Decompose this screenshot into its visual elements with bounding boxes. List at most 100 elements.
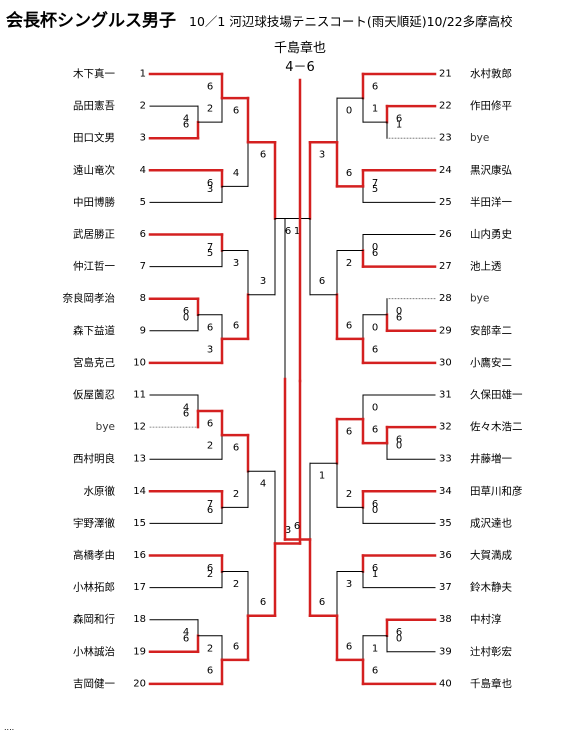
- left-score-9a-b: 0: [183, 312, 189, 323]
- right-score-27a-b: 6: [372, 248, 378, 259]
- left-player-num-9: 9: [140, 325, 146, 336]
- left-score-9b-a: 6: [207, 322, 213, 333]
- left-score-s2-b: 6: [233, 320, 239, 331]
- right-player-num-35: 35: [439, 518, 452, 529]
- right-player-name-32: 佐々木浩二: [470, 420, 523, 433]
- left-score-3a-b: 6: [183, 120, 189, 131]
- right-player-num-38: 38: [439, 614, 452, 625]
- left-score-q2-b: 6: [260, 597, 266, 608]
- left-player-name-5: 中田博勝: [73, 195, 115, 208]
- left-player-name-13: 西村明良: [73, 452, 115, 465]
- left-score-17a-b: 2: [207, 441, 213, 452]
- left-score-half-b: 3: [285, 525, 291, 536]
- right-player-num-33: 33: [439, 454, 452, 465]
- left-score-s4-a: 2: [233, 579, 239, 590]
- left-score-17a-a: 6: [207, 419, 213, 430]
- left-score-4b-b: 3: [207, 184, 213, 195]
- right-score-s4-a: 3: [346, 579, 352, 590]
- right-score-22a-a: 6: [396, 114, 402, 125]
- right-score-25a-a: 7: [372, 178, 378, 189]
- right-player-num-25: 25: [439, 197, 452, 208]
- left-player-num-17: 17: [133, 582, 146, 593]
- left-player-num-1: 1: [140, 69, 146, 80]
- left-score-9a-a: 6: [183, 306, 189, 317]
- left-score-17a-a: 6: [207, 563, 213, 574]
- right-score-32a-a: 6: [396, 435, 402, 446]
- right-score-q1-b: 6: [319, 276, 325, 287]
- left-score-q2-a: 4: [260, 479, 266, 490]
- right-score-half-a: 1: [294, 226, 300, 237]
- left-player-name-11: 仮屋薗忍: [73, 388, 115, 401]
- left-player-num-3: 3: [140, 133, 146, 144]
- right-score-q2-b: 6: [319, 597, 325, 608]
- right-score-25a-b: 5: [372, 184, 378, 195]
- right-player-name-40: 千島章也: [470, 677, 512, 690]
- right-score-q2-a: 1: [319, 471, 325, 482]
- left-player-num-5: 5: [140, 197, 146, 208]
- right-player-num-36: 36: [439, 550, 452, 561]
- left-player-name-10: 宮島克己: [73, 356, 115, 369]
- left-player-name-6: 武居勝正: [73, 228, 115, 241]
- right-player-name-26: 山内勇史: [470, 228, 512, 241]
- right-player-name-39: 辻村彰宏: [470, 645, 512, 658]
- right-score-q1-a: 3: [319, 150, 325, 161]
- left-score-4a-b: 2: [207, 104, 213, 115]
- right-player-num-32: 32: [439, 422, 452, 433]
- left-score-s3-a: 6: [233, 443, 239, 454]
- right-score-30a-b: 6: [372, 344, 378, 355]
- right-score-s2-b: 6: [346, 320, 352, 331]
- right-player-name-34: 田草川和彦: [470, 484, 523, 497]
- left-player-name-14: 水原徹: [84, 484, 116, 497]
- right-player-num-31: 31: [439, 390, 452, 401]
- left-score-15a-b: 6: [207, 505, 213, 516]
- left-score-q1-b: 3: [260, 276, 266, 287]
- right-score-s4-b: 6: [346, 641, 352, 652]
- right-player-name-22: 作田修平: [470, 99, 512, 112]
- right-player-name-31: 久保田雄一: [470, 388, 523, 401]
- right-player-name-37: 鈴木静夫: [470, 581, 512, 594]
- right-player-num-39: 39: [439, 646, 452, 657]
- champion-name: 千島章也: [273, 41, 326, 56]
- left-player-num-14: 14: [133, 486, 146, 497]
- right-player-name-24: 黒沢康弘: [470, 163, 512, 176]
- right-score-32a-b: 0: [396, 441, 402, 452]
- final-score: 4－6: [285, 60, 315, 75]
- left-player-num-7: 7: [140, 261, 146, 272]
- left-score-s1-a: 6: [233, 106, 239, 117]
- left-score-19a-a: 4: [183, 627, 189, 638]
- right-score-s1-b: 6: [346, 168, 352, 179]
- right-player-num-24: 24: [439, 165, 452, 176]
- left-player-name-16: 高橋孝由: [73, 549, 115, 562]
- right-score-27a-a: 0: [372, 242, 378, 253]
- left-player-name-15: 宇野澤徹: [73, 516, 115, 529]
- right-score-40a-a: 1: [372, 643, 378, 654]
- right-player-num-34: 34: [439, 486, 452, 497]
- left-score-15a-a: 7: [207, 499, 213, 510]
- right-player-name-28: bye: [470, 293, 489, 305]
- left-score-19b-a: 2: [207, 643, 213, 654]
- right-player-num-40: 40: [439, 678, 452, 689]
- right-player-name-27: 池上透: [470, 260, 502, 273]
- right-score-s1-a: 0: [346, 106, 352, 117]
- left-score-6a-b: 5: [207, 248, 213, 259]
- left-score-s1-b: 4: [233, 168, 239, 179]
- left-score-s2-a: 3: [233, 258, 239, 269]
- right-player-num-37: 37: [439, 582, 452, 593]
- left-score-13a-a: 4: [183, 403, 189, 414]
- right-player-num-26: 26: [439, 229, 452, 240]
- left-score-17a-b: 2: [207, 569, 213, 580]
- footer-marker: ....: [4, 723, 15, 732]
- left-score-3a-a: 4: [183, 114, 189, 125]
- right-score-30a-a: 0: [396, 306, 402, 317]
- left-player-num-12: 12: [133, 422, 146, 433]
- left-player-name-7: 仲江哲一: [73, 260, 115, 273]
- left-player-num-10: 10: [133, 357, 146, 368]
- left-player-name-2: 品田憲吾: [73, 99, 115, 112]
- right-player-num-21: 21: [439, 69, 452, 80]
- right-player-name-38: 中村淳: [470, 613, 502, 626]
- left-player-name-3: 田口文男: [73, 131, 115, 144]
- right-score-22a-b: 1: [372, 104, 378, 115]
- left-player-num-4: 4: [140, 165, 146, 176]
